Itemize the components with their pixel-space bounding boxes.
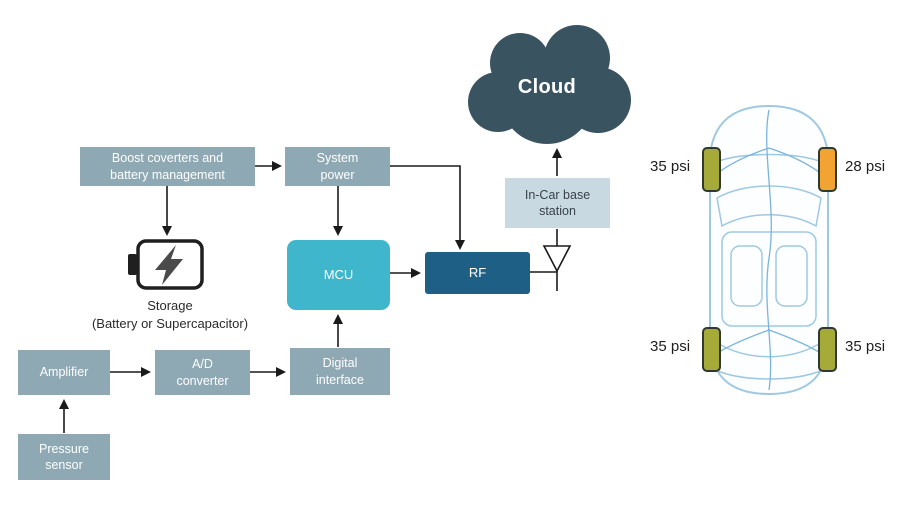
- amplifier-box: Amplifier: [18, 350, 110, 395]
- system-power-box: System power: [285, 147, 390, 186]
- base-station-label-line2: station: [539, 204, 576, 218]
- system-power-label-line1: System: [316, 151, 359, 166]
- tire-pressure-label-front-right: 28 psi: [845, 158, 886, 175]
- mcu-label: MCU: [323, 266, 354, 282]
- battery-storage-icon: [128, 239, 204, 290]
- mcu-box: MCU: [287, 240, 390, 310]
- base-station-label-line1: In-Car base: [524, 187, 591, 202]
- ad-converter-label-line2: converter: [176, 373, 229, 388]
- rf-box: RF: [425, 252, 530, 294]
- antenna-icon: [542, 229, 572, 291]
- boost-converter-label-line1: Boost coverters and: [111, 151, 224, 166]
- system-power-label-line2: power: [320, 167, 355, 182]
- pressure-sensor-box: Pressure sensor: [18, 434, 110, 480]
- digital-interface-box: Digital interface: [290, 348, 390, 395]
- car-wiring-lines: [713, 109, 825, 391]
- ad-converter-box: A/D converter: [155, 350, 250, 395]
- tire-pressure-label-front-left: 35 psi: [650, 158, 691, 175]
- pressure-sensor-label-line2: sensor: [45, 458, 83, 472]
- storage-caption-line1: Storage: [147, 298, 193, 313]
- boost-converter-box: Boost coverters and battery management: [80, 147, 255, 186]
- digital-interface-label-line2: interface: [316, 372, 364, 387]
- rf-label: RF: [468, 264, 487, 280]
- pressure-sensor-label-line1: Pressure: [38, 441, 90, 456]
- car-top-view-illustration: [708, 104, 830, 396]
- tire-front-right: [818, 147, 837, 192]
- amplifier-label: Amplifier: [39, 365, 89, 380]
- tire-rear-right: [818, 327, 837, 372]
- storage-caption-line2: (Battery or Supercapacitor): [91, 315, 249, 331]
- tire-front-left: [702, 147, 721, 192]
- cloud-label: Cloud: [517, 76, 577, 98]
- in-car-base-station-box: In-Car base station: [505, 178, 610, 228]
- tire-pressure-label-rear-left: 35 psi: [650, 338, 691, 355]
- ad-converter-label-line1: A/D: [192, 357, 213, 372]
- boost-converter-label-line2: battery management: [110, 167, 225, 182]
- storage-caption: Storage (Battery or Supercapacitor): [45, 297, 295, 332]
- digital-interface-label-line1: Digital: [322, 356, 358, 371]
- tire-rear-left: [702, 327, 721, 372]
- tire-pressure-label-rear-right: 35 psi: [845, 338, 886, 355]
